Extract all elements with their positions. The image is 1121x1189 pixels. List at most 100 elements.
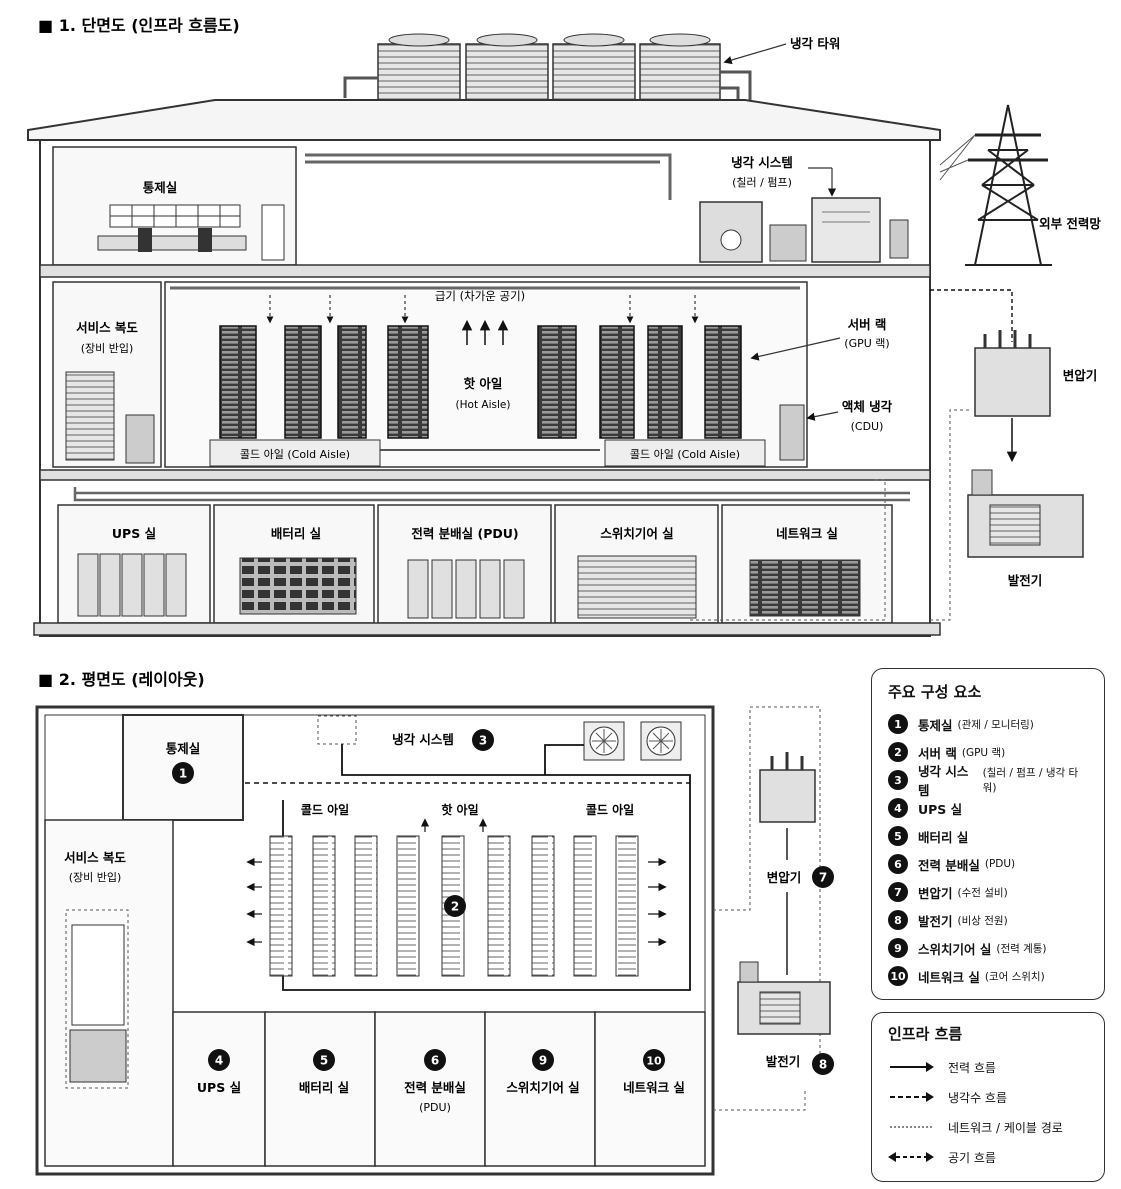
generator-unit xyxy=(967,469,1084,558)
label-hot-aisle-sub: (Hot Aisle) xyxy=(456,399,511,411)
cdu-unit xyxy=(779,404,805,461)
svg-text:6: 6 xyxy=(431,1054,439,1068)
legend-item-label: 스위치기어 실 xyxy=(918,941,992,957)
ground-slab xyxy=(33,622,941,636)
cooling-tower-unit xyxy=(465,33,549,101)
building-outline xyxy=(39,139,931,637)
cooling-tower-pointer xyxy=(723,43,787,65)
plan-label-pdu-room: 전력 분배실 xyxy=(404,1080,466,1095)
power-lines xyxy=(939,134,976,181)
server-rack xyxy=(704,325,742,439)
svg-text:4: 4 xyxy=(215,1054,223,1068)
flow-line-sample xyxy=(890,1126,932,1128)
power-tower xyxy=(965,104,1052,266)
plan-label-network-room: 네트워크 실 xyxy=(623,1080,685,1095)
plan-label-pdu-room-sub: (PDU) xyxy=(419,1101,451,1114)
rollup-door xyxy=(65,371,115,461)
flow-legend-item: 공기 흐름 xyxy=(888,1142,1088,1172)
basement-cable-trays xyxy=(73,487,910,502)
svg-text:2: 2 xyxy=(451,900,459,914)
label-supply-air: 급기 (차가운 공기) xyxy=(435,289,525,303)
plan-server-rack xyxy=(354,835,378,977)
plan-server-rack xyxy=(615,835,639,977)
cooling-tower-unit xyxy=(377,33,461,101)
legend-item-sub: (GPU 랙) xyxy=(961,746,1006,759)
plan-label-cold-aisle-left: 콜드 아일 xyxy=(301,802,349,817)
legend-item-label: UPS 실 xyxy=(918,801,963,817)
badge-server-rack: 2 xyxy=(444,895,466,917)
plan-label-generator: 발전기 xyxy=(766,1054,801,1069)
plan-cable-route xyxy=(713,706,821,1111)
control-room-door xyxy=(261,204,285,261)
flow-legend-label: 네트워크 / 케이블 경로 xyxy=(948,1120,1063,1135)
label-cooling-system: 냉각 시스템 xyxy=(731,155,793,170)
flow-line-sample xyxy=(888,1152,934,1162)
legend-item-sub: (관제 / 모니터링) xyxy=(957,718,1034,731)
label-liquid-cooling: 액체 냉각 xyxy=(842,399,893,414)
floor-slab xyxy=(39,264,931,278)
legend-item-sub: (수전 설비) xyxy=(957,886,1008,899)
plan-server-rack xyxy=(487,835,511,977)
label-liquid-cooling-sub: (CDU) xyxy=(851,420,884,433)
legend-item-number: 9 xyxy=(888,938,908,958)
server-hall-section xyxy=(164,281,808,468)
legend-item-number: 5 xyxy=(888,826,908,846)
plan-truck-cab xyxy=(69,1029,127,1083)
plan-server-rack xyxy=(396,835,420,977)
floor-slab xyxy=(39,469,931,481)
label-battery-room: 배터리 실 xyxy=(271,526,321,541)
cooling-tower-unit xyxy=(639,33,721,101)
cold-aisle-right-box xyxy=(604,439,766,467)
legend-item-sub: (비상 전원) xyxy=(957,914,1008,927)
plan-label-cold-aisle-right: 콜드 아일 xyxy=(586,802,634,817)
ups-cabinets xyxy=(77,553,187,617)
flow-legend-item: 냉각수 흐름 xyxy=(888,1082,1088,1112)
plan-switchgear-room xyxy=(484,1011,596,1167)
label-cooling-tower: 냉각 타워 xyxy=(790,36,840,51)
label-external-grid: 외부 전력망 xyxy=(1039,216,1101,231)
legend-item-number: 3 xyxy=(888,770,908,790)
plan-generator-unit xyxy=(737,961,831,1035)
control-chair xyxy=(138,228,152,252)
legend-item-label: 네트워크 실 xyxy=(918,969,980,985)
roof-piping xyxy=(343,70,752,100)
svg-text:10: 10 xyxy=(646,1055,662,1068)
svg-text:7: 7 xyxy=(819,871,827,885)
plan-server-rack xyxy=(531,835,555,977)
equipment-cart xyxy=(125,414,155,464)
plan-battery-room xyxy=(264,1011,376,1167)
plan-label-service-corridor-sub: (장비 반입) xyxy=(69,871,122,884)
server-rack xyxy=(647,325,683,439)
network-racks xyxy=(749,559,861,617)
flow-legend-label: 전력 흐름 xyxy=(948,1060,996,1075)
legend-item-sub: (전력 계통) xyxy=(996,942,1047,955)
label-network-room: 네트워크 실 xyxy=(776,526,838,541)
plan-label-battery-room: 배터리 실 xyxy=(299,1080,349,1095)
label-server-rack: 서버 랙 xyxy=(848,317,887,332)
pdu-cabinets xyxy=(407,559,525,619)
svg-text:5: 5 xyxy=(320,1054,328,1068)
label-hot-aisle: 핫 아일 xyxy=(464,376,503,391)
flow-legend-label: 냉각수 흐름 xyxy=(948,1090,1008,1105)
label-cold-aisle-left: 콜드 아일 (Cold Aisle) xyxy=(240,447,350,461)
server-rack xyxy=(537,325,577,439)
legend-item-number: 10 xyxy=(888,966,908,986)
flow-legend-title: 인프라 흐름 xyxy=(888,1025,963,1043)
plan-label-control-room: 통제실 xyxy=(166,741,201,756)
pump-unit xyxy=(769,224,807,262)
badge-ups-room: 4 xyxy=(208,1049,230,1071)
legend-item-sub: (PDU) xyxy=(984,858,1016,870)
plan-transformer-unit xyxy=(759,752,816,823)
badge-control-room: 1 xyxy=(172,762,194,784)
cdu-pointer xyxy=(806,411,839,421)
legend-item-label: 냉각 시스템 xyxy=(918,764,969,798)
plan-pdu-room xyxy=(374,1011,486,1167)
label-cold-aisle-right: 콜드 아일 (Cold Aisle) xyxy=(630,447,740,461)
